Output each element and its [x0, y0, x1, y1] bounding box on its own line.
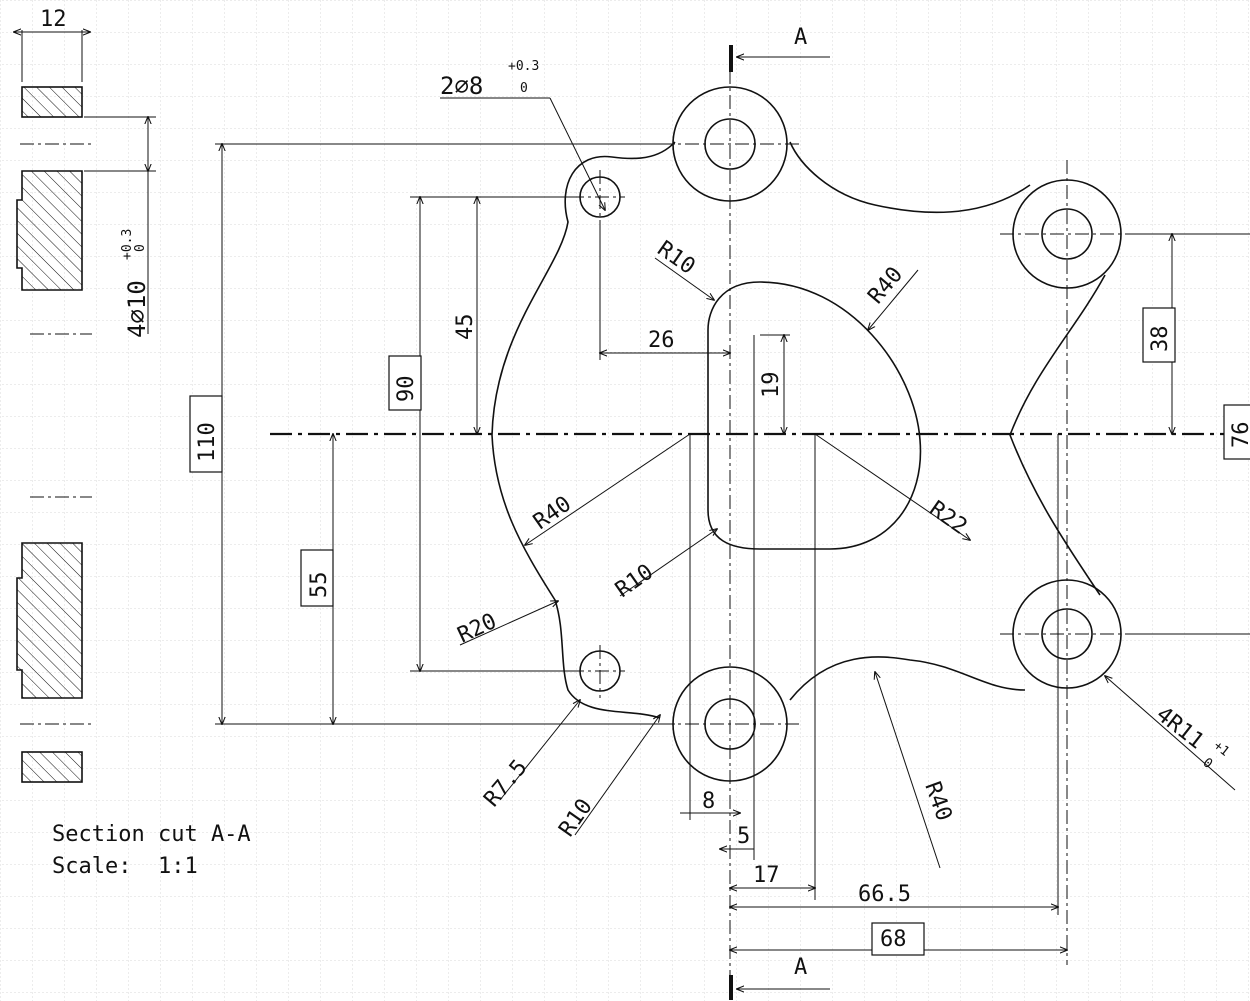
section-note-scale: Scale: 1:1 [52, 854, 198, 879]
dim-8: 8 [702, 789, 715, 814]
hole-small-qty: 2∅8 [440, 72, 483, 100]
inner-cutout [707, 281, 922, 550]
section-label-top: A [794, 25, 807, 50]
dim-19: 19 [759, 372, 784, 399]
dim-38: 38 [1148, 326, 1173, 353]
dim-68: 68 [880, 927, 907, 952]
section-view: 12 4∅10 +0.3 0 [14, 7, 156, 783]
dim-76: 76 [1229, 422, 1250, 449]
part-outline [491, 141, 1106, 719]
dim-66-5: 66.5 [858, 882, 911, 907]
hole-big-tol-upper: +0.3 [120, 229, 135, 260]
dim-45: 45 [453, 314, 478, 341]
dim-12: 12 [40, 7, 67, 32]
section-label-bottom: A [794, 955, 807, 980]
dim-90: 90 [394, 376, 419, 403]
hole-big-qty: 4∅10 [123, 280, 151, 338]
hole-small-tol-lower: 0 [520, 81, 528, 96]
dim-55: 55 [307, 572, 332, 599]
section-note-title: Section cut A-A [52, 822, 251, 847]
hole-small-tol-upper: +0.3 [508, 59, 539, 74]
dim-26: 26 [648, 328, 675, 353]
dim-5: 5 [737, 824, 750, 849]
section-piece-2 [16, 170, 83, 291]
dim-110: 110 [195, 422, 220, 462]
dim-17: 17 [753, 863, 780, 888]
section-piece-4 [21, 751, 83, 783]
section-piece-3 [16, 542, 83, 699]
section-piece-1 [21, 86, 83, 118]
hole-big-tol-lower: 0 [133, 244, 148, 252]
